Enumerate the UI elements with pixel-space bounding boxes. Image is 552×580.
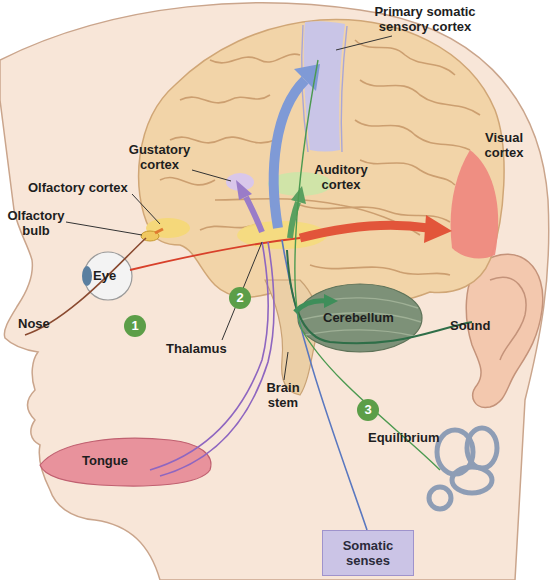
semicircular-canal <box>452 467 492 493</box>
head-skin <box>0 3 549 580</box>
part-label: Thalamus <box>166 341 227 356</box>
visual-region <box>451 150 499 259</box>
box-text: Somatic senses <box>327 538 409 568</box>
part-label: Equilibrium <box>368 430 440 445</box>
part-label: Eye <box>93 268 116 283</box>
callout-number: 3 <box>357 399 379 421</box>
taste-nerve <box>160 242 274 476</box>
part-label: Sound <box>450 318 490 333</box>
callout-number: 1 <box>124 315 146 337</box>
gyrus-line <box>355 40 455 75</box>
iris <box>82 266 92 286</box>
visual-arrow <box>300 225 428 238</box>
callout-number-text: 3 <box>357 399 379 421</box>
part-label: Olfactory cortex <box>28 180 128 195</box>
part-label: Brain stem <box>258 380 308 410</box>
part-label: Gustatory cortex <box>122 142 197 172</box>
leader-line <box>66 222 142 235</box>
somatic-cortex-region <box>304 21 345 151</box>
gyrus-line <box>360 80 480 115</box>
gyrus-line <box>210 54 300 63</box>
part-label: Primary somatic sensory cortex <box>350 4 500 34</box>
part-label: Olfactory bulb <box>0 208 72 238</box>
callout-circle-shape <box>124 315 146 337</box>
callout-number-text: 1 <box>124 315 146 337</box>
gustatory-arrow <box>246 197 262 232</box>
cerebrum <box>139 20 504 302</box>
leader-line <box>284 352 288 380</box>
part-label: Nose <box>18 316 50 331</box>
somatic-arrow <box>274 80 305 228</box>
gyrus-line <box>160 178 215 185</box>
sense-box: Somatic senses <box>322 530 414 576</box>
cerebellum-folia <box>300 298 421 336</box>
leader-line <box>132 194 160 224</box>
cerebellum-shape <box>298 284 422 352</box>
auditory-nerve <box>287 250 472 343</box>
cerebellum-arrow <box>295 301 326 312</box>
leader-lines <box>66 36 392 380</box>
part-label: Cerebellum <box>323 310 394 325</box>
arrowhead <box>236 180 252 200</box>
callout-number-text: 2 <box>229 287 251 309</box>
gyrus-line <box>180 95 270 103</box>
cochlea <box>429 487 451 509</box>
callout-number: 2 <box>229 287 251 309</box>
tongue-shape <box>40 438 211 486</box>
taste-nerve <box>150 242 268 470</box>
leader-line <box>192 170 231 181</box>
semicircular-canal <box>467 428 497 468</box>
ear-fold <box>490 277 526 360</box>
leader-line <box>222 242 262 340</box>
gyrus-line <box>310 265 450 275</box>
callout-circle-shape <box>357 399 379 421</box>
arrowhead <box>324 294 338 308</box>
equilibrium-nerve <box>295 60 440 470</box>
gyrus-line <box>360 160 455 185</box>
olfactory-arrow <box>155 229 163 233</box>
leader-line <box>336 36 392 50</box>
optic-nerve <box>130 238 300 270</box>
callout-circle-shape <box>229 287 251 309</box>
part-label: Visual cortex <box>476 130 532 160</box>
part-label: Auditory cortex <box>310 162 372 192</box>
part-label: Tongue <box>82 453 128 468</box>
central-sulcus <box>302 25 347 152</box>
arrowhead <box>424 215 452 243</box>
gyrus-line <box>355 120 470 150</box>
